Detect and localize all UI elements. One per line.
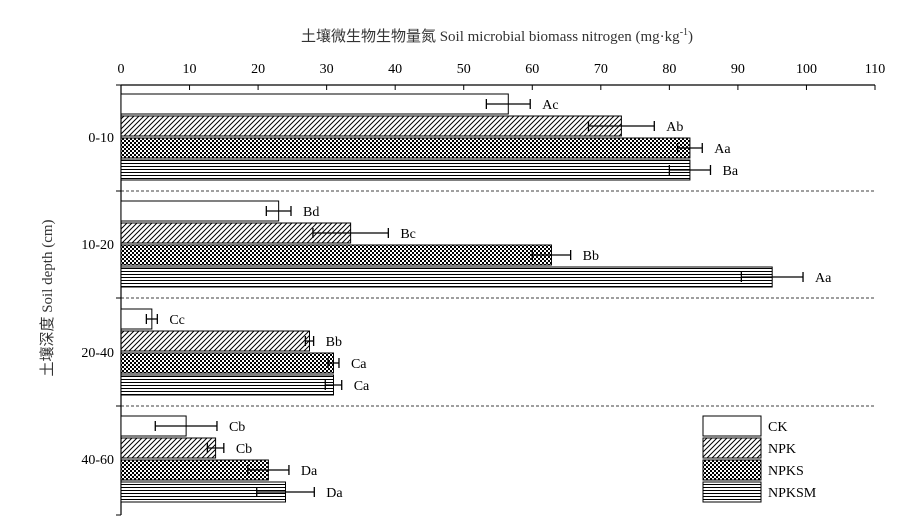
bar-npk-0-10: [120, 115, 622, 137]
legend-label-npksm: NPKSM: [768, 486, 817, 501]
x-axis: 0 10 20 30 40 50 60 70 80 90 100 110: [118, 62, 885, 90]
legend-swatch-npksm: [702, 481, 762, 503]
bar-npks-0-10: [120, 137, 691, 159]
x-tick-label: 60: [525, 62, 539, 77]
legend-swatch-npks: [702, 459, 762, 481]
x-tick-label: 90: [731, 62, 745, 77]
significance-label: Bd: [303, 205, 319, 220]
error-bar: [154, 421, 218, 431]
legend-label-npk: NPK: [768, 442, 796, 457]
legend-label-ck: CK: [768, 420, 787, 435]
significance-label: Da: [301, 464, 318, 479]
y-tick-label: 40-60: [81, 453, 114, 468]
x-tick-label: 20: [251, 62, 265, 77]
error-bar: [740, 272, 804, 282]
error-bar: [247, 465, 290, 475]
significance-label: Ca: [354, 379, 370, 394]
bar-npks-40-60: [120, 459, 269, 481]
significance-label: Ca: [351, 357, 367, 372]
significance-label: Bb: [583, 249, 599, 264]
error-bars: [145, 99, 804, 497]
x-tick-label: 100: [796, 62, 817, 77]
significance-label: Aa: [714, 142, 731, 157]
error-bar: [145, 314, 158, 324]
error-bar: [327, 358, 340, 368]
error-bar: [668, 165, 712, 175]
legend-swatch-ck: [702, 415, 762, 437]
significance-label: Ba: [722, 164, 738, 179]
significance-label: Bb: [326, 335, 342, 350]
error-bar: [304, 336, 315, 346]
bar-npk-40-60: [120, 437, 217, 459]
bar-npksm-0-10: [120, 159, 691, 181]
y-tick-label: 0-10: [88, 131, 114, 146]
y-axis-label: 土壤深度 Soil depth (cm): [38, 219, 56, 376]
chart-title: 土壤微生物生物量氮 Soil microbial biomass nitroge…: [301, 27, 693, 45]
error-bar: [587, 121, 655, 131]
error-bar: [256, 487, 315, 497]
legend: CK NPK NPKS NPKSM: [702, 415, 817, 503]
error-bar: [206, 443, 225, 453]
significance-label: Cb: [229, 420, 245, 435]
significance-label: Da: [326, 486, 343, 501]
significance-label: Ab: [666, 120, 683, 135]
significance-label: Aa: [815, 271, 832, 286]
y-tick-label: 10-20: [81, 238, 114, 253]
error-bar: [312, 228, 389, 238]
x-tick-label: 30: [320, 62, 334, 77]
significance-label: Bc: [400, 227, 416, 242]
x-tick-label: 10: [183, 62, 197, 77]
x-tick-label: 70: [594, 62, 608, 77]
legend-label-npks: NPKS: [768, 464, 804, 479]
bar-ck-10-20: [120, 200, 280, 222]
x-tick-label: 50: [457, 62, 471, 77]
legend-swatch-npk: [702, 437, 762, 459]
error-bar: [531, 250, 572, 260]
group-separators: [121, 190, 875, 407]
significance-label: Ac: [542, 98, 558, 113]
bar-npks-20-40: [120, 352, 334, 374]
x-tick-label: 0: [118, 62, 125, 77]
bar-npks-10-20: [120, 244, 552, 266]
error-bar: [676, 143, 703, 153]
error-bar: [265, 206, 292, 216]
error-bar: [485, 99, 531, 109]
bars: [120, 93, 773, 503]
x-tick-label: 40: [388, 62, 402, 77]
significance-label: Cb: [236, 442, 252, 457]
x-tick-label: 110: [865, 62, 885, 77]
y-axis: 0-10 10-20 20-40 40-60: [81, 84, 122, 516]
x-tick-label: 80: [662, 62, 676, 77]
significance-label: Cc: [169, 313, 185, 328]
bar-npksm-20-40: [120, 374, 334, 396]
bar-npksm-10-20: [120, 266, 773, 288]
bar-ck-0-10: [120, 93, 509, 115]
bar-npk-20-40: [120, 330, 310, 352]
error-bar: [324, 380, 343, 390]
y-tick-label: 20-40: [81, 346, 114, 361]
